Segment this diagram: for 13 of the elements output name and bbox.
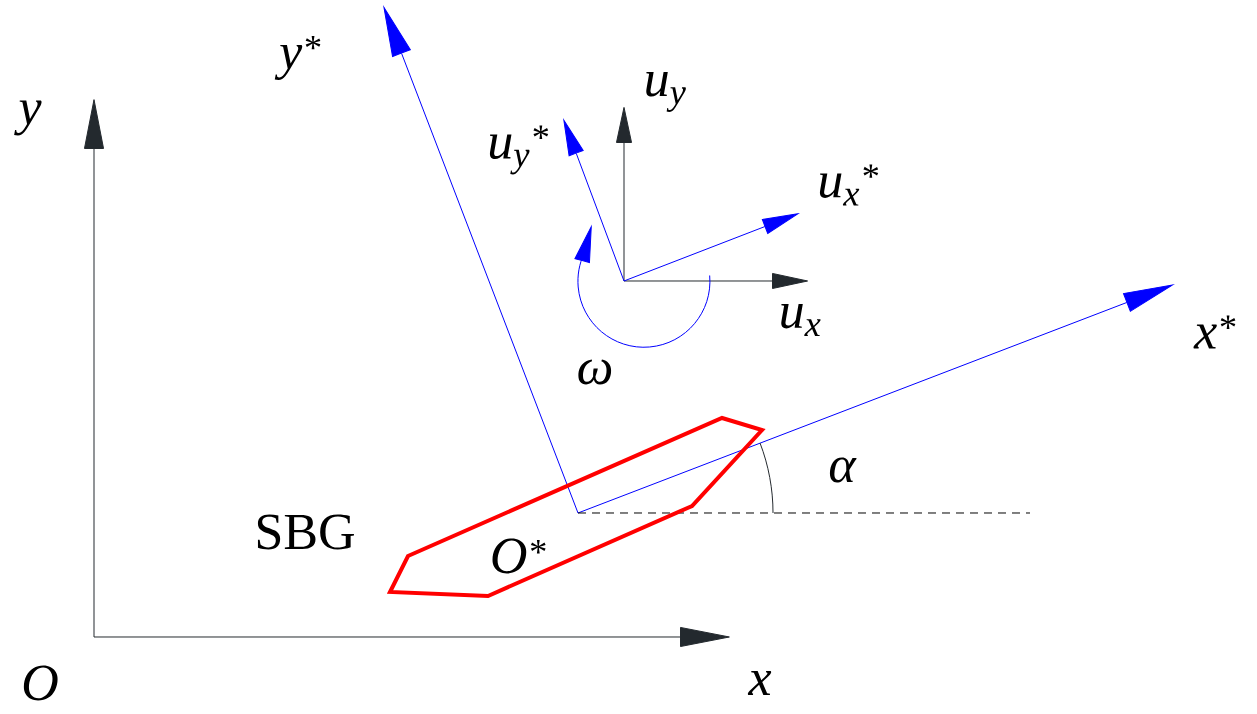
axis-label: u$_{x}$$^{*}$ xyxy=(819,164,879,206)
axis-label: y xyxy=(14,100,42,136)
origin-label: O$^{*}$ xyxy=(492,538,546,574)
axis-label: x xyxy=(747,671,772,695)
angle-label: α xyxy=(829,457,857,483)
origin-label: O xyxy=(23,665,58,701)
axis-label: y$^{*}$ xyxy=(274,35,321,81)
axis-label: x$^{*}$ xyxy=(1193,315,1236,349)
axis-label: u$_{y}$ xyxy=(646,72,686,112)
axis-label: u$_{y}$$^{*}$ xyxy=(489,125,549,175)
axis-label: u$_{x}$ xyxy=(781,304,821,336)
angle-label: ω xyxy=(578,359,612,385)
part-label: SBG xyxy=(257,514,354,550)
